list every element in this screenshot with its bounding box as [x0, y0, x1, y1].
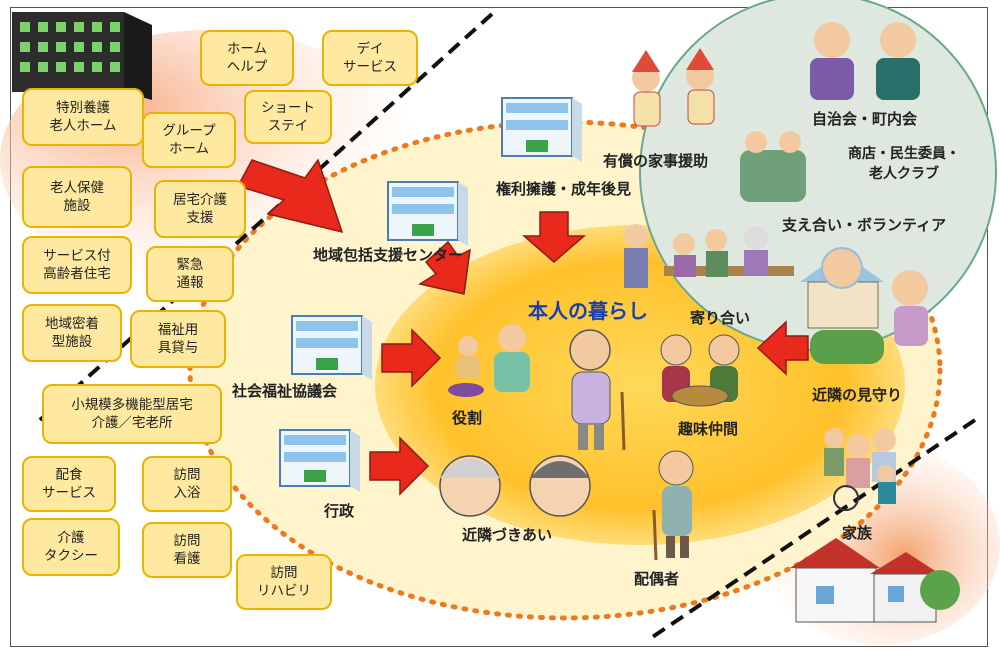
label-gyosei: 行政 — [324, 502, 355, 520]
service-box-kinkyu: 緊急 通報 — [146, 246, 234, 302]
service-box-haishoku: 配食 サービス — [22, 456, 116, 512]
service-box-group-home: グループ ホーム — [142, 112, 236, 168]
center-title: 本人の暮らし — [528, 299, 648, 323]
label-mimamori: 近隣の見守り — [812, 386, 903, 404]
label-shumi: 趣味仲間 — [678, 420, 739, 438]
service-box-day-service: デイ サービス — [322, 30, 418, 86]
service-box-kyotaku: 居宅介護 支援 — [154, 180, 246, 238]
arrow-icon-chiiki — [418, 240, 471, 295]
office-icon-shakyo — [291, 315, 372, 380]
arrow-icon-gyosei — [369, 436, 430, 496]
gathering-people-icon — [624, 224, 794, 288]
label-haigusha: 配偶者 — [634, 570, 680, 588]
service-box-shokibo: 小規模多機能型居宅 介護／宅老所 — [42, 384, 222, 444]
label-sasaeai: 支え合い・ボランティア — [782, 216, 947, 234]
service-box-short-stay: ショート ステイ — [244, 90, 332, 144]
neighbor-faces-icon — [439, 455, 591, 517]
label-kazoku: 家族 — [842, 524, 873, 542]
service-box-sakoju: サービス付 高齢者住宅 — [22, 236, 132, 294]
label-kenri: 権利擁護・成年後見 — [496, 180, 632, 198]
volunteer-helpers-icon — [740, 131, 806, 202]
label-shoten: 商店・民生委員・ 老人クラブ — [848, 146, 960, 182]
label-yusho: 有償の家事援助 — [603, 152, 709, 170]
label-yoriai: 寄り合い — [690, 309, 751, 327]
service-box-kaigo-taxi: 介護 タクシー — [22, 518, 120, 576]
council-men-icon — [810, 22, 920, 100]
arrow-icon-mimamori — [756, 320, 809, 376]
elder-person-center-icon — [569, 329, 626, 451]
office-icon-chiiki — [387, 181, 468, 246]
spouse-icon — [652, 450, 694, 561]
family-icon — [824, 428, 896, 511]
housework-women-icon — [632, 48, 715, 127]
hobby-friends-icon — [660, 334, 740, 407]
arrow-icon-kenri — [521, 211, 587, 263]
service-box-houmon-reha: 訪問 リハビリ — [236, 554, 332, 610]
label-chiiki-center: 地域包括支援センター — [313, 246, 464, 264]
arrow-icon-shakyo — [381, 328, 442, 388]
neighbor-watch-icon — [800, 247, 928, 364]
house-icon — [790, 538, 960, 623]
label-jichikai: 自治会・町内会 — [812, 110, 918, 128]
service-box-houmon-nyuyoku: 訪問 入浴 — [142, 456, 232, 512]
service-box-tokuyo: 特別養護 老人ホーム — [22, 88, 144, 146]
label-shakyo: 社会福祉協議会 — [232, 382, 338, 400]
label-kinrin-zukiai: 近隣づきあい — [462, 526, 553, 544]
label-yakuwari: 役割 — [452, 409, 483, 427]
service-box-chiiki-mitchaku: 地域密着 型施設 — [22, 304, 122, 362]
service-box-home-help: ホーム ヘルプ — [200, 30, 294, 86]
service-box-houmon-kango: 訪問 看護 — [142, 522, 232, 578]
office-icon-gyosei — [279, 429, 360, 492]
office-icon-kenri — [501, 97, 582, 162]
role-people-icon — [448, 324, 530, 397]
service-box-fukushi-yogu: 福祉用 具貸与 — [130, 310, 226, 368]
building-icon-topleft — [12, 12, 152, 100]
service-box-roken: 老人保健 施設 — [22, 166, 132, 228]
